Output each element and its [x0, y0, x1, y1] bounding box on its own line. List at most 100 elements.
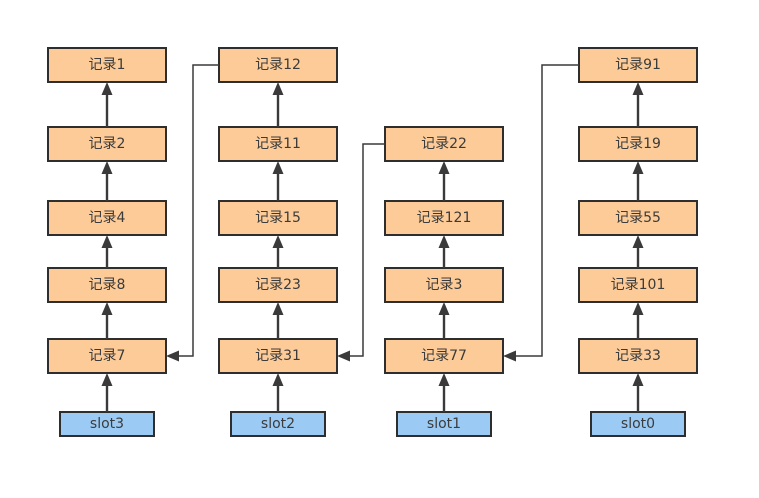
record-node: 记录7 — [47, 338, 167, 374]
arrowhead-left-icon — [503, 350, 516, 362]
record-box — [384, 267, 504, 303]
record-node: 记录23 — [218, 267, 338, 303]
slot-label: slot0 — [621, 416, 655, 432]
arrowhead-up-icon — [632, 235, 644, 248]
arrowhead-up-icon — [438, 373, 450, 386]
record-label: 记录3 — [426, 277, 463, 293]
record-label: 记录12 — [255, 57, 301, 73]
up-arrow — [272, 161, 284, 201]
record-node: 记录91 — [578, 47, 698, 83]
up-arrow — [101, 373, 113, 412]
arrowhead-up-icon — [101, 302, 113, 315]
column-slot0: 记录91 记录19 记录55 记录101 记录33 slot0 — [578, 47, 698, 437]
slot-node: slot3 — [59, 411, 155, 437]
up-arrow — [272, 235, 284, 268]
record-label: 记录22 — [421, 136, 467, 152]
slot-node: slot1 — [396, 411, 492, 437]
record-label: 记录7 — [89, 348, 126, 364]
record-node: 记录2 — [47, 126, 167, 162]
arrowhead-up-icon — [101, 373, 113, 386]
record-label: 记录23 — [255, 277, 301, 293]
record-box — [218, 126, 338, 162]
record-node: 记录19 — [578, 126, 698, 162]
record-label: 记录4 — [89, 210, 126, 226]
slot-box — [396, 411, 492, 437]
record-box — [47, 267, 167, 303]
record-node: 记录55 — [578, 200, 698, 236]
record-node: 记录4 — [47, 200, 167, 236]
arrowhead-up-icon — [101, 82, 113, 95]
up-arrow — [632, 82, 644, 127]
cross-link-arrow — [337, 143, 385, 362]
record-label: 记录33 — [615, 348, 661, 364]
arrowhead-up-icon — [438, 302, 450, 315]
record-node: 记录8 — [47, 267, 167, 303]
record-box — [384, 338, 504, 374]
up-arrow — [101, 82, 113, 127]
slot-node: slot2 — [230, 411, 326, 437]
up-arrow — [438, 302, 450, 339]
record-node: 记录1 — [47, 47, 167, 83]
column-slot2: 记录12 记录11 记录15 记录23 记录31 slot2 — [218, 47, 338, 437]
record-node: 记录22 — [384, 126, 504, 162]
record-box — [384, 126, 504, 162]
record-label: 记录19 — [615, 136, 661, 152]
record-label: 记录101 — [611, 277, 666, 293]
up-arrow — [632, 373, 644, 412]
up-arrow — [438, 161, 450, 201]
column-slot1: 记录22 记录121 记录3 记录77 slot1 — [384, 126, 504, 437]
record-label: 记录121 — [417, 210, 472, 226]
record-label: 记录1 — [89, 57, 126, 73]
record-label: 记录55 — [615, 210, 661, 226]
record-node: 记录12 — [218, 47, 338, 83]
up-arrow — [632, 161, 644, 201]
up-arrow — [272, 373, 284, 412]
record-node: 记录31 — [218, 338, 338, 374]
up-arrow — [272, 302, 284, 339]
arrowhead-up-icon — [632, 82, 644, 95]
arrowhead-up-icon — [632, 161, 644, 174]
record-node: 记录15 — [218, 200, 338, 236]
cross-link-arrow — [503, 64, 579, 362]
arrowhead-up-icon — [632, 373, 644, 386]
arrowhead-up-icon — [272, 302, 284, 315]
arrowhead-up-icon — [438, 235, 450, 248]
slot-label: slot1 — [427, 416, 461, 432]
record-node: 记录3 — [384, 267, 504, 303]
arrowhead-left-icon — [166, 350, 179, 362]
column-slot3: 记录1 记录2 记录4 记录8 记录7 slot3 — [47, 47, 167, 437]
arrowhead-up-icon — [438, 161, 450, 174]
arrowhead-up-icon — [272, 161, 284, 174]
up-arrow — [272, 82, 284, 127]
slot-label: slot2 — [261, 416, 295, 432]
up-arrow — [632, 235, 644, 268]
record-box — [578, 200, 698, 236]
up-arrow — [438, 373, 450, 412]
record-label: 记录77 — [421, 348, 467, 364]
record-label: 记录2 — [89, 136, 126, 152]
record-node: 记录101 — [578, 267, 698, 303]
record-box — [218, 47, 338, 83]
record-label: 记录11 — [255, 136, 301, 152]
up-arrow — [101, 161, 113, 201]
arrowhead-up-icon — [101, 235, 113, 248]
record-label: 记录91 — [615, 57, 661, 73]
up-arrow — [101, 302, 113, 339]
up-arrow — [438, 235, 450, 268]
arrowhead-left-icon — [337, 350, 350, 362]
record-node: 记录121 — [384, 200, 504, 236]
arrowhead-up-icon — [101, 161, 113, 174]
record-node: 记录77 — [384, 338, 504, 374]
record-box — [47, 47, 167, 83]
slot-node: slot0 — [590, 411, 686, 437]
arrowhead-up-icon — [272, 235, 284, 248]
arrowhead-up-icon — [632, 302, 644, 315]
slot-label: slot3 — [90, 416, 124, 432]
record-label: 记录8 — [89, 277, 126, 293]
record-label: 记录15 — [255, 210, 301, 226]
up-arrow — [101, 235, 113, 268]
arrowhead-up-icon — [272, 373, 284, 386]
record-node: 记录11 — [218, 126, 338, 162]
